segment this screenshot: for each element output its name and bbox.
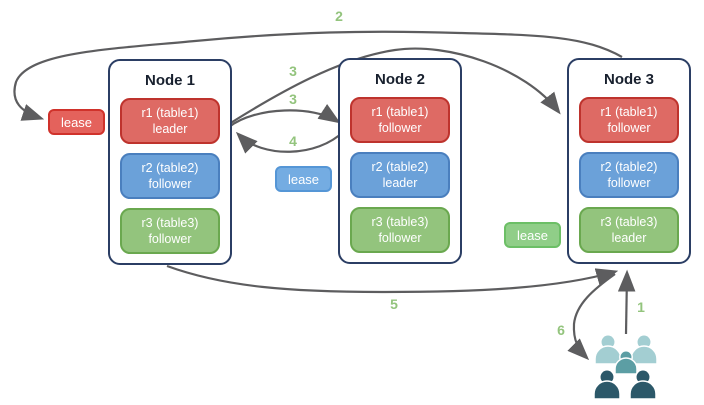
arrow-1-client-request <box>617 269 636 335</box>
node-3-title: Node 3 <box>603 71 654 88</box>
replica-role: follower <box>378 121 422 135</box>
arrow-2-lease-transfer <box>13 30 623 121</box>
node-1-replica-r2: r2 (table2) follower <box>120 153 220 199</box>
lease-label-r2: lease <box>275 166 332 192</box>
step-label-1: 1 <box>637 299 645 315</box>
step-label-3a: 3 <box>289 63 297 79</box>
replica-role: follower <box>607 121 651 135</box>
replica-name: r1 (table1) <box>600 104 658 119</box>
arrow-5-node1-to-node3 <box>166 264 619 294</box>
lease-label-r1: lease <box>48 109 105 135</box>
node-1-box: Node 1 r1 (table1) leader r2 (table2) fo… <box>108 59 232 265</box>
node-2-title: Node 2 <box>374 71 425 88</box>
replica-name: r1 (table1) <box>371 104 429 119</box>
step-label-6: 6 <box>557 322 565 338</box>
node-2-replica-r2: r2 (table2) leader <box>350 152 450 198</box>
users-group-icon <box>593 334 658 400</box>
replica-role: follower <box>378 231 422 245</box>
step-label-3b: 3 <box>289 91 297 107</box>
node-2-replica-r3: r3 (table3) follower <box>350 207 450 253</box>
replica-name: r2 (table2) <box>600 159 658 174</box>
replica-role: leader <box>152 122 188 136</box>
node-3-box: Node 3 r1 (table1) follower r2 (table2) … <box>567 58 691 264</box>
replica-name: r3 (table3) <box>600 214 658 229</box>
arrow-3-replicate-to-node2 <box>228 104 341 128</box>
step-label-2: 2 <box>335 8 343 24</box>
replica-name: r2 (table2) <box>371 159 429 174</box>
node-3-replica-r2: r2 (table2) follower <box>579 152 679 198</box>
replica-role: follower <box>607 176 651 190</box>
node-1-replica-r3: r3 (table3) follower <box>120 208 220 254</box>
lease-label-r3: lease <box>504 222 561 248</box>
replica-name: r2 (table2) <box>141 160 199 175</box>
replica-name: r3 (table3) <box>371 214 429 229</box>
node-1-title: Node 1 <box>144 72 195 89</box>
replica-role: follower <box>148 177 192 191</box>
replica-role: follower <box>148 232 192 246</box>
replica-role: leader <box>382 176 418 190</box>
replica-name: r1 (table1) <box>141 105 199 120</box>
step-label-5: 5 <box>390 296 398 312</box>
step-label-4: 4 <box>289 133 297 149</box>
replica-name: r3 (table3) <box>141 215 199 230</box>
node-2-box: Node 2 r1 (table1) follower r2 (table2) … <box>338 58 462 264</box>
node-3-replica-r1: r1 (table1) follower <box>579 97 679 143</box>
node-3-replica-r3: r3 (table3) leader <box>579 207 679 253</box>
replica-role: leader <box>611 231 647 245</box>
node-2-replica-r1: r1 (table1) follower <box>350 97 450 143</box>
node-1-replica-r1: r1 (table1) leader <box>120 98 220 144</box>
